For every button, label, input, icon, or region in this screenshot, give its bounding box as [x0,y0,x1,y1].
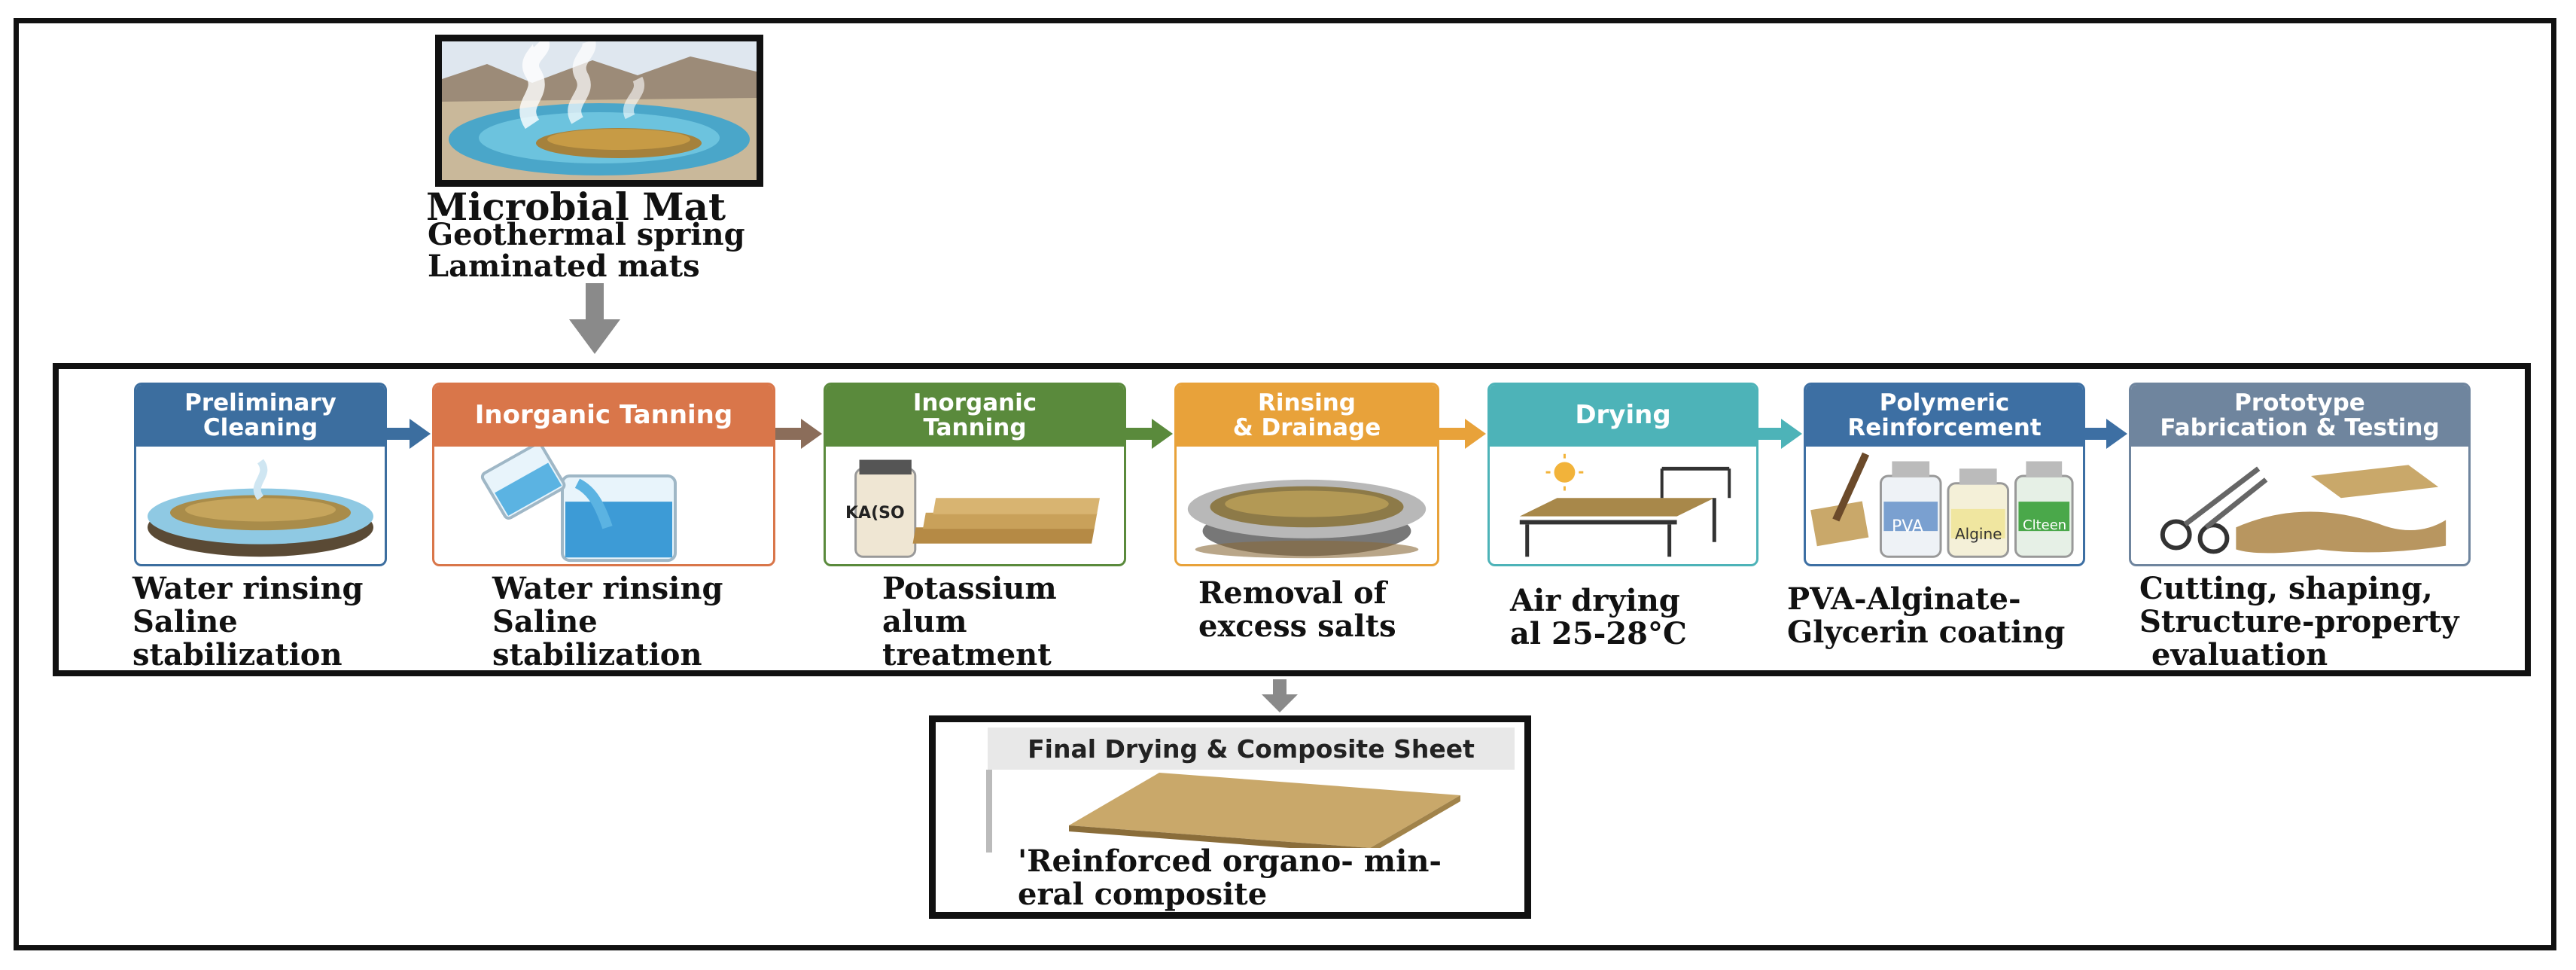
bottle-label: PVA [1892,517,1923,536]
step-card-inorganic-tanning-2: Inorganic Tanning KA(SO [824,383,1126,566]
step-card-polymeric-reinforcement: Polymeric Reinforcement PVA Algine Cltee… [1804,383,2085,566]
step-card-inorganic-tanning-1: Inorganic Tanning [432,383,775,566]
strainer-icon [1177,447,1437,564]
jar-label: KA(SO [845,504,905,523]
step-header: Polymeric Reinforcement [1806,385,2083,447]
drying-rack-icon [1490,447,1756,564]
down-arrow-final [1262,679,1298,712]
alum-jar-icon: KA(SO [826,447,1124,564]
step-card-rinsing-drainage: Rinsing & Drainage [1174,383,1439,566]
step-card-preliminary-cleaning: Preliminary Cleaning [134,383,387,566]
arrow-right [387,419,431,449]
step-description: Water rinsing Saline stabilization [132,571,364,673]
geothermal-spring-image [435,35,763,187]
final-divider [986,770,992,853]
step-card-prototype-fabrication: Prototype Fabrication & Testing [2129,383,2471,566]
step-description: Cutting, shaping, Structure-property eva… [2139,571,2459,673]
step-description: Removal of excess salts [1198,575,1396,644]
arrow-right [1758,419,1802,449]
step-description: Potassium alum treatment [882,571,1057,673]
step-description: PVA-Alginate- Glycerin coating [1787,581,2066,650]
source-line-1: Geothermal spring [428,217,745,252]
step-header: Prototype Fabrication & Testing [2131,385,2468,447]
composite-sheet-icon [1069,773,1460,848]
polymer-bottles-icon: PVA Algine Clteen [1806,447,2083,564]
source-line-2: Laminated mats [428,249,700,284]
final-description: 'Reinforced organo- min- eral composite [1018,843,1442,912]
beaker-icon [434,447,773,564]
step-description: Water rinsing Saline stabilization [492,571,723,673]
step-header: Drying [1490,385,1756,447]
down-arrow [569,283,620,354]
petri-dish-icon [136,447,385,564]
step-header: Rinsing & Drainage [1177,385,1437,447]
step-header: Inorganic Tanning [826,385,1124,447]
step-header: Inorganic Tanning [434,385,773,447]
bottle-label: Algine [1955,525,2002,543]
bottle-label: Clteen [2023,517,2067,533]
step-card-drying: Drying [1487,383,1758,566]
arrow-right [1126,419,1173,449]
step-description: Air drying al 25-28°C [1510,583,1687,651]
arrow-right [2085,419,2127,449]
step-header: Preliminary Cleaning [136,385,385,447]
final-header: Final Drying & Composite Sheet [988,728,1515,770]
scissors-sheet-icon [2131,447,2468,564]
source-title: Microbial Mat [426,185,726,229]
arrow-right [1439,419,1486,449]
arrow-right [775,419,822,449]
